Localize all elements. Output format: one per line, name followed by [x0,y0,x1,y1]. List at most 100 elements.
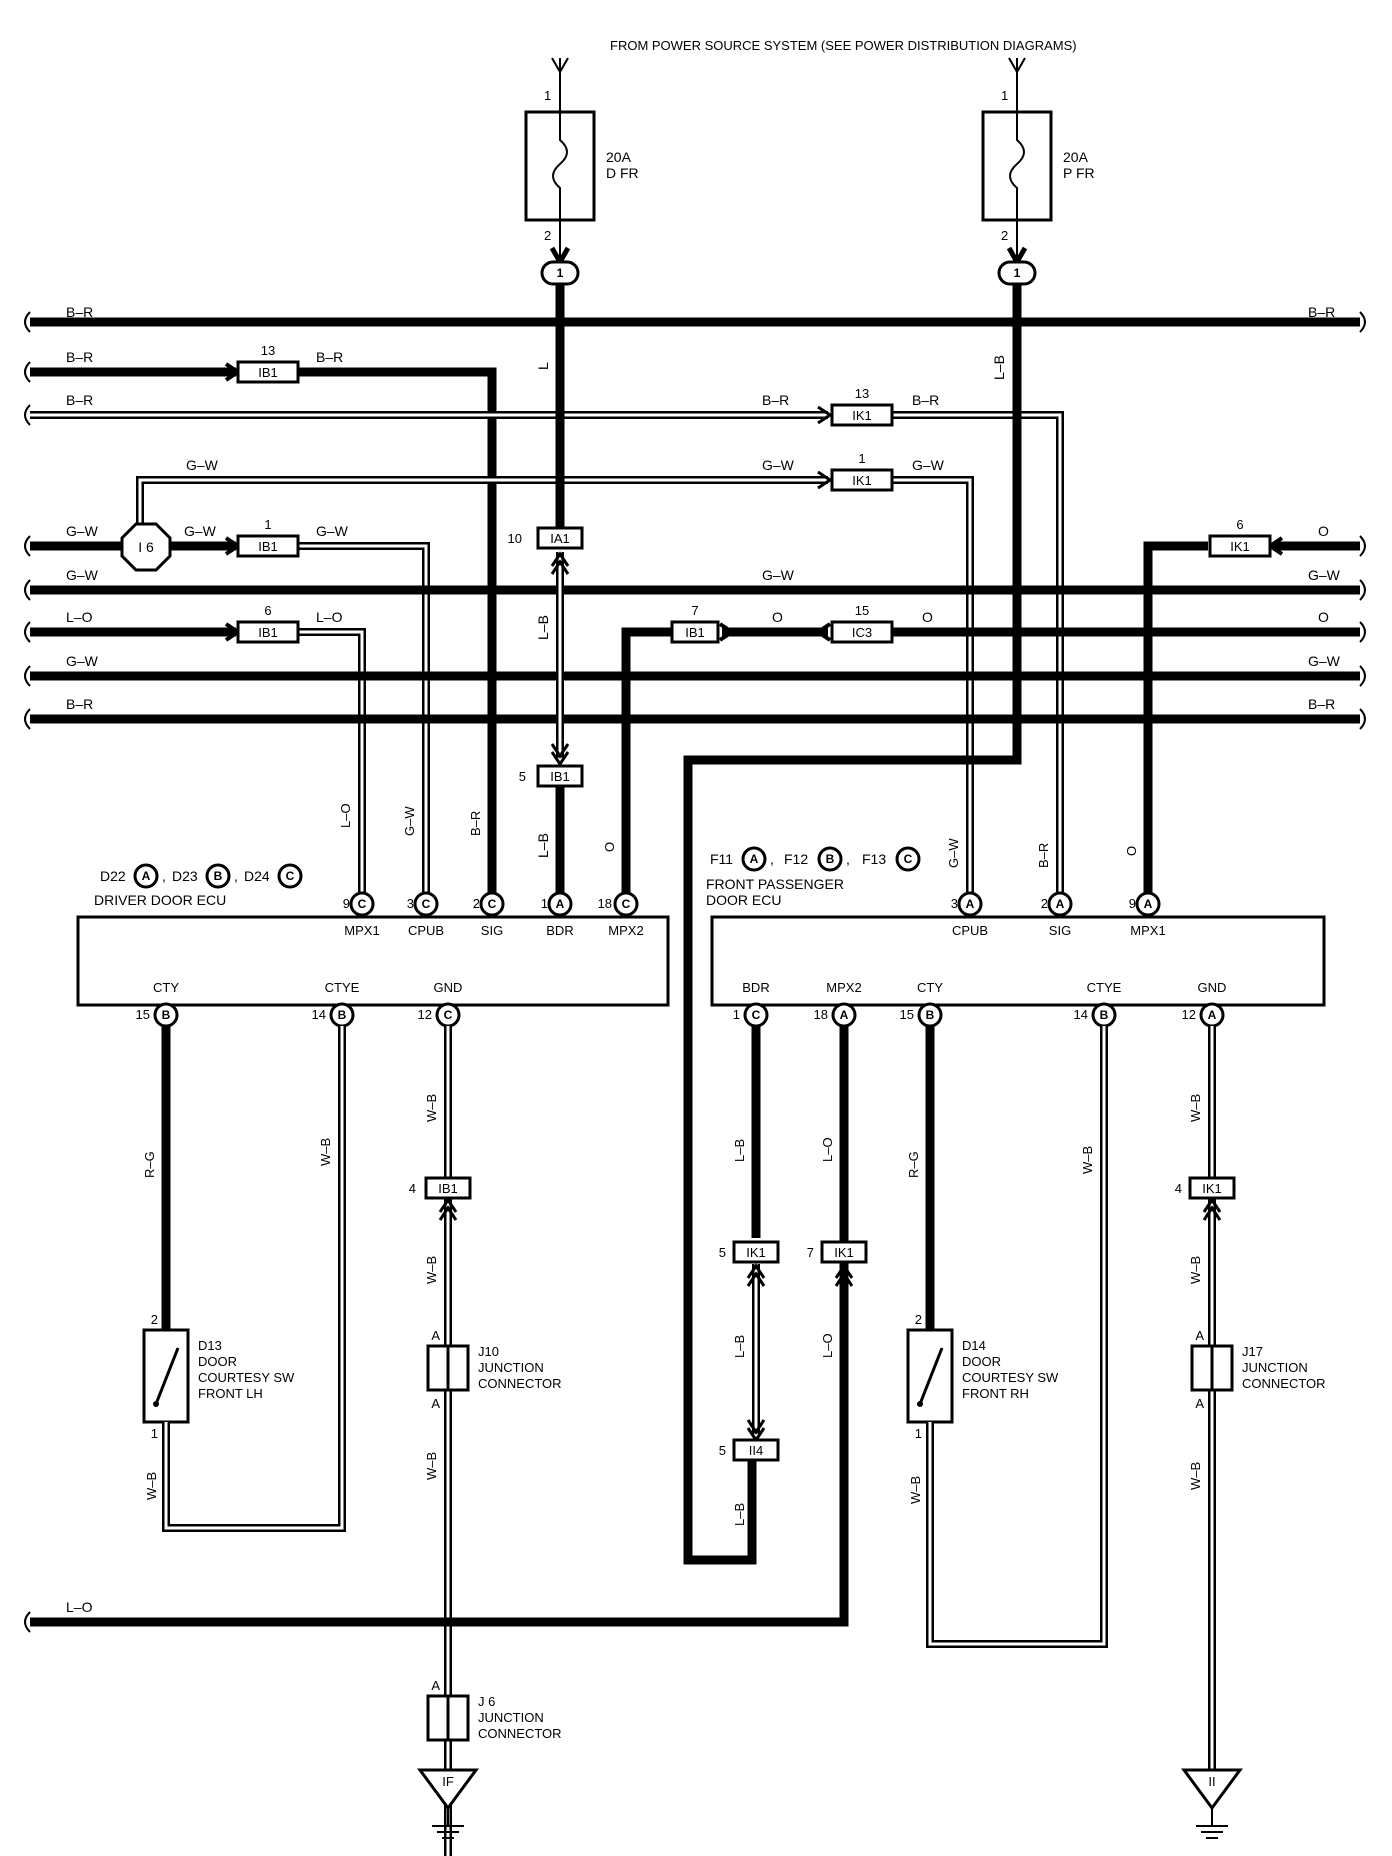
junction-j6: A J 6 JUNCTION CONNECTOR [426,1678,562,1742]
svg-text:L–B: L–B [732,1335,747,1358]
svg-text:15: 15 [900,1007,914,1022]
connector-ik1 [830,468,894,492]
svg-text:L–B: L–B [732,1139,747,1162]
svg-text:G–W: G–W [184,523,217,539]
svg-text:GND: GND [434,980,463,995]
svg-text:II: II [1208,1774,1215,1789]
svg-text:R–G: R–G [142,1151,157,1178]
svg-text:JUNCTION: JUNCTION [478,1360,544,1375]
svg-text:O: O [1124,846,1139,856]
passenger-pin-cty: CTY 15 B [900,980,943,1028]
svg-text:B–R: B–R [1308,696,1335,712]
svg-text:B: B [162,1008,171,1022]
connector-ik1 [820,1240,868,1264]
svg-text:13: 13 [855,386,869,401]
svg-text:COURTESY SW: COURTESY SW [962,1370,1059,1385]
svg-text:L–O: L–O [316,609,343,625]
connector-ib1 [670,620,720,644]
connector-ik1 [1208,534,1272,558]
svg-text:IC3: IC3 [852,625,872,640]
svg-text:W–B: W–B [424,1094,439,1122]
svg-text:2: 2 [1001,228,1008,243]
svg-text:A: A [1144,897,1153,911]
svg-text:,: , [234,868,238,884]
svg-text:2: 2 [1041,896,1048,911]
svg-text:1: 1 [858,451,865,466]
splice-i6: I 6 [120,522,172,572]
wire-l-from-dfr: L L–B L–B [535,284,570,924]
svg-text:C: C [422,897,431,911]
driver-pin-bdr: 1 A BDR [541,891,574,938]
switch-d14: 2 1 D14 DOOR COURTESY SW FRONT RH [906,1312,1059,1441]
svg-text:B–R: B–R [66,349,93,365]
svg-text:1: 1 [915,1426,922,1441]
svg-text:B: B [214,869,223,883]
svg-text:L–B: L–B [732,1503,747,1526]
connector-ib1 [536,764,584,788]
svg-text:12: 12 [1182,1007,1196,1022]
fuse-p-fr: 1 20A P FR 2 1 [981,57,1095,286]
svg-text:B: B [926,1008,935,1022]
svg-text:G–W: G–W [1308,653,1341,669]
svg-text:2: 2 [915,1312,922,1327]
svg-text:1: 1 [557,266,564,280]
svg-text:14: 14 [312,1007,326,1022]
svg-text:W–B: W–B [908,1476,923,1504]
passenger-door-ecu: F11 A , F12 B , F13 C FRONT PASSENGER DO… [706,838,1326,1028]
svg-text:JUNCTION: JUNCTION [1242,1360,1308,1375]
svg-text:R–G: R–G [906,1151,921,1178]
svg-text:CONNECTOR: CONNECTOR [1242,1376,1326,1391]
driver-pin-cty: CTY 15 B [136,980,179,1028]
diagram-header: FROM POWER SOURCE SYSTEM (SEE POWER DIST… [610,38,1077,53]
svg-text:J10: J10 [478,1344,499,1359]
svg-text:B–R: B–R [1036,843,1051,868]
svg-text:IB1: IB1 [438,1181,458,1196]
svg-text:G–W: G–W [1308,567,1341,583]
svg-text:DOOR: DOOR [962,1354,1001,1369]
svg-text:2: 2 [473,896,480,911]
ground-ii: II [1181,1768,1243,1839]
svg-text:D14: D14 [962,1338,986,1353]
svg-text:SIG: SIG [1049,923,1071,938]
svg-text:IB1: IB1 [258,625,278,640]
svg-text:7: 7 [807,1245,814,1260]
svg-text:6: 6 [1236,517,1243,532]
svg-text:C: C [752,1008,761,1022]
svg-text:W–B: W–B [1188,1094,1203,1122]
driver-ecu-box [76,915,670,1007]
svg-text:3: 3 [951,896,958,911]
svg-text:15: 15 [855,603,869,618]
svg-text:W–B: W–B [1188,1462,1203,1490]
driver-pin-sig: 2 C SIG B–R [468,811,505,938]
driver-pin-mpx1: 9 C MPX1 L–O [338,803,380,938]
svg-text:O: O [1318,609,1329,625]
svg-text:13: 13 [261,343,275,358]
svg-text:G–W: G–W [762,457,795,473]
svg-text:W–B: W–B [424,1452,439,1480]
junction-j17: A A J17 JUNCTION CONNECTOR [1190,1328,1326,1411]
svg-text:D13: D13 [198,1338,222,1353]
svg-text:1: 1 [1014,266,1021,280]
connector-ib1 [236,360,300,384]
svg-text:DRIVER DOOR ECU: DRIVER DOOR ECU [94,892,226,908]
switch-d13: 2 1 D13 DOOR COURTESY SW FRONT LH [142,1312,295,1441]
driver-door-ecu: D22 A , D23 B , D24 C DRIVER DOOR ECU 9 … [76,803,670,1028]
connector-ib1 [236,534,300,558]
svg-text:A: A [1056,897,1065,911]
svg-text:18: 18 [814,1007,828,1022]
svg-text:F13: F13 [862,851,886,867]
passenger-pin-sig: 2 A SIG B–R [1036,843,1073,938]
svg-text:C: C [444,1008,453,1022]
passenger-pin-cpub: 3 A CPUB G–W [946,838,988,938]
svg-text:IA1: IA1 [550,531,570,546]
svg-text:L–O: L–O [820,1137,835,1162]
svg-text:II4: II4 [749,1443,763,1458]
svg-text:IB1: IB1 [258,365,278,380]
svg-text:CTYE: CTYE [1087,980,1122,995]
svg-text:CPUB: CPUB [952,923,988,938]
bus-lines: B–R B–R B–R B–R B–R B–R B–R G–W G–W G–W … [24,304,1366,924]
svg-text:B–R: B–R [66,304,93,320]
svg-text:O: O [602,842,617,852]
svg-text:G–W: G–W [316,523,349,539]
svg-text:IK1: IK1 [1230,539,1250,554]
